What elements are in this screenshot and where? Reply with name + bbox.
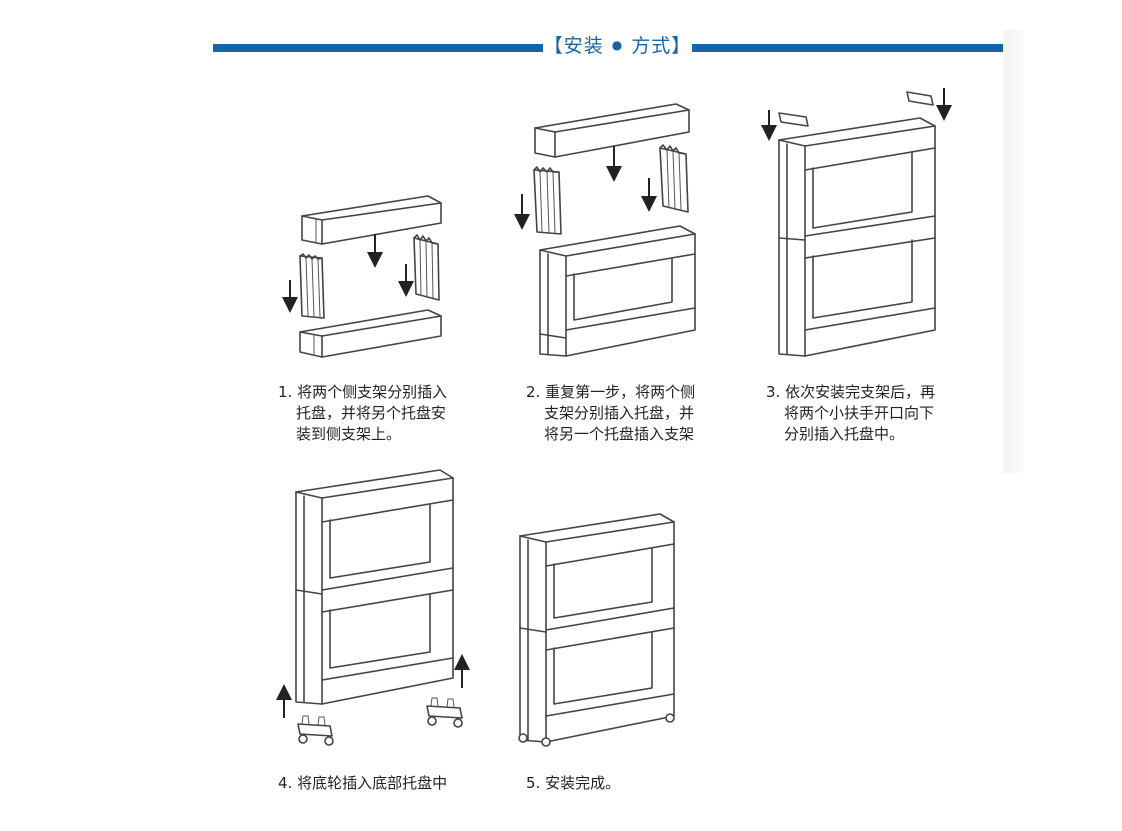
step1-bottom-tray (299, 309, 442, 358)
step-1-line-1: 1. 将两个侧支架分别插入 (278, 383, 448, 401)
step4-shelf-frame (295, 469, 454, 705)
step3-handle-right (906, 91, 934, 106)
step1-right-bracket (413, 234, 440, 301)
step3-shelf-frame (778, 117, 936, 357)
step-3-line-1: 3. 依次安装完支架后，再 (766, 383, 936, 401)
header-title: 【安装 ● 方式】 (540, 31, 695, 58)
step3-handle-left (778, 112, 809, 127)
step2-right-bracket (659, 144, 689, 213)
step-2-line-1: 2. 重复第一步，将两个侧 (526, 383, 696, 401)
header-bar-left (213, 44, 543, 52)
header-dot: ● (611, 38, 624, 52)
step4-illustration (276, 469, 470, 746)
step2-shelf-frame (539, 225, 696, 357)
step-4-caption: 4. 将底轮插入底部托盘中 (278, 773, 447, 794)
step-1-line-2: 托盘，并将另个托盘安 (296, 404, 447, 422)
step4-caster-right (426, 697, 463, 728)
step-3-line-2: 将两个小扶手开口向下 (784, 404, 935, 422)
side-shade (1003, 30, 1023, 473)
step5-shelf-frame (519, 513, 675, 743)
step-5-caption: 5. 安装完成。 (526, 773, 620, 794)
step5-casters (518, 713, 675, 747)
header-title-open: 【安装 (543, 35, 604, 57)
step1-left-bracket (299, 253, 325, 319)
step2-top-tray (534, 103, 690, 158)
step1-top-tray (301, 195, 442, 245)
header-bar-right (692, 44, 1003, 52)
step-3-line-3: 分别插入托盘中。 (784, 425, 905, 443)
header-title-close: 方式】 (631, 35, 692, 57)
step-2-line-2: 支架分别插入托盘，并 (544, 404, 695, 422)
step-2-caption: 2. 重复第一步，将两个侧 支架分别插入托盘，并 将另一个托盘插入支架 (526, 382, 695, 445)
step-4-line-1: 4. 将底轮插入底部托盘中 (278, 774, 448, 792)
step2-left-bracket (533, 166, 562, 235)
step5-illustration (518, 513, 675, 747)
step-1-caption: 1. 将两个侧支架分别插入 托盘，并将另个托盘安 装到侧支架上。 (278, 382, 447, 445)
step2-illustration (514, 103, 696, 357)
step-5-line-1: 5. 安装完成。 (526, 774, 621, 792)
step-2-line-3: 将另一个托盘插入支架 (544, 425, 695, 443)
step-1-line-3: 装到侧支架上。 (296, 425, 402, 443)
step1-illustration (282, 195, 442, 358)
step3-illustration (761, 88, 952, 357)
step4-caster-left (297, 715, 334, 746)
step-3-caption: 3. 依次安装完支架后，再 将两个小扶手开口向下 分别插入托盘中。 (766, 382, 935, 445)
